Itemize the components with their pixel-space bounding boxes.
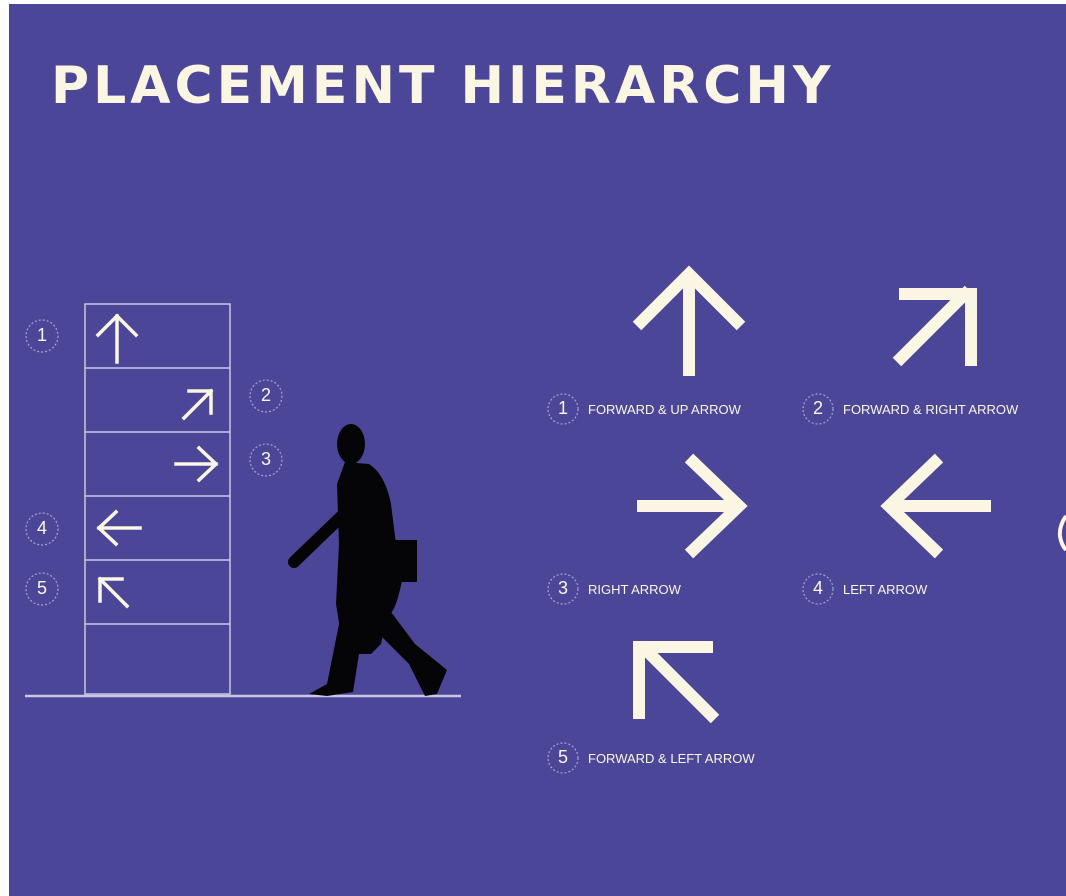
arrow-label-forward-up: FORWARD & UP ARROW [588, 402, 741, 417]
arrow-label-forward-left: FORWARD & LEFT ARROW [588, 751, 755, 766]
sign-number: 2 [260, 385, 271, 405]
sign-number: 5 [36, 578, 47, 598]
sign-stack [84, 303, 231, 695]
arrow-label-left: LEFT ARROW [843, 582, 928, 597]
diagram-panel: PLACEMENT HIERARCHY [9, 4, 1066, 896]
sign-stack-frame [84, 303, 231, 695]
legend-number: 4 [812, 578, 823, 598]
legend-number: 1 [557, 398, 568, 418]
number-badge [547, 393, 579, 425]
sign-number: 4 [36, 518, 47, 538]
sign-arrow-up-right-icon [181, 388, 214, 421]
number-badge [249, 443, 283, 477]
sign-arrow-right-icon [174, 445, 219, 483]
number-badge [25, 572, 59, 606]
legend-number: 5 [557, 747, 568, 767]
arrow-up-right-icon [892, 285, 977, 367]
number-badge [802, 393, 834, 425]
number-badge [802, 573, 834, 605]
arrow-up-icon [632, 265, 746, 376]
partial-badge-icon [1057, 514, 1066, 552]
number-badge [249, 379, 283, 413]
number-badge [25, 512, 59, 546]
legend-number: 3 [557, 578, 568, 598]
walking-person-icon [288, 424, 447, 696]
sign-number: 1 [36, 325, 47, 345]
number-badge [547, 742, 579, 774]
arrow-right-icon [637, 453, 748, 559]
arrow-up-left-icon [633, 640, 720, 724]
sign-arrow-left-icon [96, 509, 142, 547]
arrow-left-icon [880, 453, 991, 559]
arrow-label-forward-right: FORWARD & RIGHT ARROW [843, 402, 1019, 417]
sign-arrow-up-icon [95, 313, 139, 364]
diagram-canvas [25, 265, 1066, 774]
sign-number: 3 [260, 449, 271, 469]
page-title: PLACEMENT HIERARCHY [51, 56, 835, 116]
number-badge [547, 573, 579, 605]
sign-arrow-up-left-icon [97, 576, 130, 609]
arrow-label-right: RIGHT ARROW [588, 582, 681, 597]
number-badge [25, 319, 59, 353]
legend-number: 2 [812, 398, 823, 418]
